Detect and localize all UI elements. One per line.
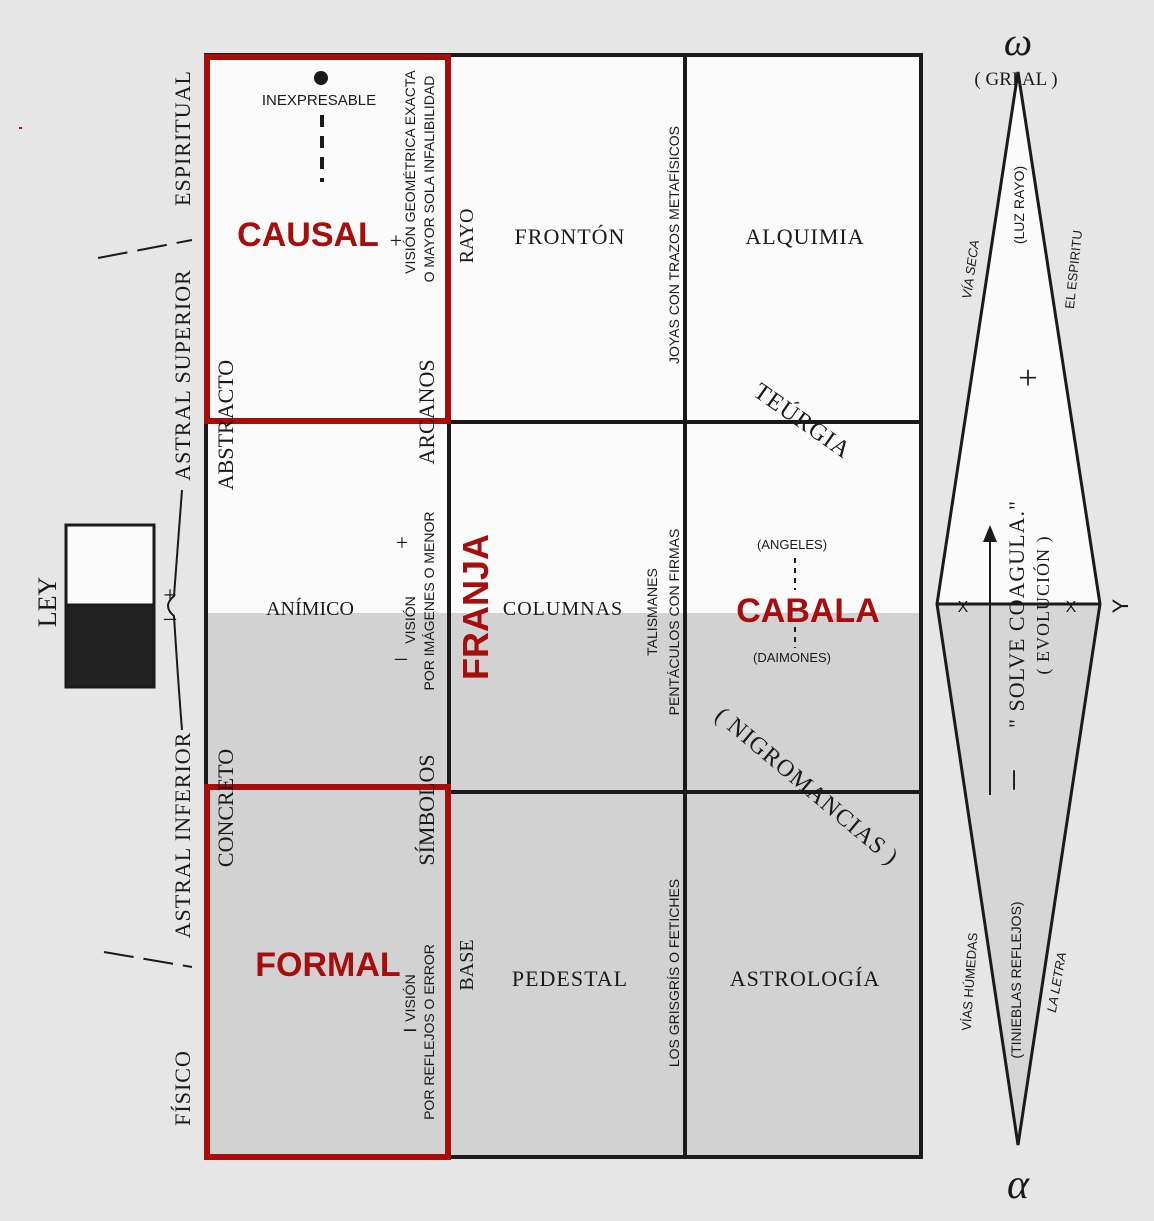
grid-upper-area: [206, 55, 921, 613]
label-astral-inferior: ASTRAL INFERIOR: [170, 732, 195, 939]
ley-box-lower: [64, 603, 156, 689]
vision-reflejos-line1: VISIÓN: [402, 974, 418, 1021]
talismanes-line1: TALISMANES: [644, 568, 660, 656]
label-pedestal: PEDESTAL: [512, 966, 628, 991]
label-rayo: RAYO: [456, 209, 478, 264]
label-angeles: (ANGELES): [757, 537, 827, 552]
label-astrologia: ASTROLOGÍA: [730, 966, 881, 991]
main-grid: [204, 53, 923, 1160]
label-x-left: X: [958, 599, 969, 616]
label-ley: LEY: [33, 577, 62, 628]
stray-mark: [19, 127, 22, 129]
label-el-espiritu: EL ESPIRITU: [1062, 229, 1085, 309]
label-luz-rayo: (LUZ RAYO): [1011, 166, 1027, 244]
animico-minus: –: [394, 645, 408, 671]
label-grial: ( GRI AL ): [974, 69, 1057, 90]
diamond-minus: –: [990, 770, 1032, 791]
ley-minus: –: [163, 605, 177, 631]
label-franja: FRANJA: [455, 534, 496, 680]
label-la-letra: LA LETRA: [1044, 951, 1069, 1014]
separator-lower: [103, 951, 193, 968]
label-daimones: (DAIMONES): [753, 650, 831, 665]
label-solve-coagula: " SOLVE COAGULA.": [1004, 500, 1029, 728]
label-abstracto: ABSTRACTO: [213, 360, 238, 490]
vision-exacta-line1: VISIÓN GEOMÉTRICA EXACTA: [402, 70, 418, 274]
label-fisico: FÍSICO: [170, 1050, 195, 1126]
ley-brace: [167, 489, 183, 731]
symbol-alpha: α: [1007, 1162, 1030, 1208]
column-2: RAYO FRANJA BASE FRONTÓN COLUMNAS PEDEST…: [455, 126, 682, 1067]
grid-frame: [204, 53, 923, 1159]
label-evolucion: ( EVOLUCIÓN ): [1032, 536, 1054, 675]
vision-imagenes-line1: VISIÓN: [402, 596, 418, 643]
label-columnas: COLUMNAS: [503, 598, 623, 620]
vision-exacta-line2: O MAYOR SOLA INFALIBILIDAD: [421, 76, 437, 283]
label-simbolos: SÍMBOLOS: [414, 754, 439, 865]
label-inexpresable: INEXPRESABLE: [262, 92, 376, 109]
label-y-right: Y: [1108, 598, 1133, 613]
animico-plus: +: [396, 530, 408, 555]
causal-frame: [204, 54, 451, 424]
joyas-text: JOYAS CON TRAZOS METAFÍSICOS: [666, 126, 682, 364]
label-via-seca: VÍA SECA: [959, 239, 982, 300]
label-alquimia: ALQUIMIA: [745, 224, 864, 249]
symbol-omega: ω: [1004, 19, 1032, 64]
formal-minus: –: [403, 1016, 417, 1042]
label-causal: CAUSAL: [237, 216, 379, 254]
evolution-arrow-head: [983, 525, 997, 542]
grid-lower-area: [206, 613, 921, 1157]
label-fronton: FRONTÓN: [515, 224, 626, 249]
label-astral-superior: ASTRAL SUPERIOR: [170, 269, 195, 481]
inexpresable-dot: [314, 71, 328, 85]
label-espiritual: ESPIRITUAL: [170, 70, 195, 206]
label-cabala: CABALA: [736, 592, 880, 630]
label-formal: FORMAL: [255, 946, 400, 984]
talismanes-line2: PENTÁCULOS CON FIRMAS: [666, 529, 682, 716]
vision-reflejos-line2: POR REFLEJOS O ERROR: [421, 944, 437, 1120]
separator-upper: [97, 239, 193, 259]
vision-imagenes-line2: POR IMÁGENES O MENOR: [421, 512, 437, 691]
label-vias-humedas: VÍAS HÚMEDAS: [959, 932, 981, 1031]
label-tinieblas: (TINIEBLAS REFLEJOS): [1008, 901, 1024, 1058]
label-concreto: CONCRETO: [213, 749, 238, 867]
left-scale: ESPIRITUAL ASTRAL SUPERIOR ASTRAL INFERI…: [33, 70, 195, 1126]
column-1: INEXPRESABLE CAUSAL + VISIÓN GEOMÉTRICA …: [213, 70, 439, 1120]
formal-frame: [204, 784, 451, 1160]
ley-box-upper: [64, 523, 156, 607]
label-animico: ANÍMICO: [266, 597, 354, 620]
label-x-right: X: [1066, 599, 1077, 616]
label-base: BASE: [456, 939, 478, 990]
ley-plus: +: [163, 583, 177, 609]
diamond-lower-half: [937, 604, 1100, 1145]
diamond-plus: +: [1018, 360, 1037, 397]
grisgris-text: LOS GRISGRÍS O FETICHES: [666, 879, 682, 1067]
diamond: ω α ( GRI AL ) VÍA SECA (LUZ RAYO) EL ES…: [935, 19, 1133, 1208]
diamond-outline: [935, 71, 1102, 1146]
label-arcanos: ARCANOS: [414, 359, 439, 464]
causal-plus: +: [390, 228, 402, 253]
diamond-upper-half: [937, 72, 1100, 604]
